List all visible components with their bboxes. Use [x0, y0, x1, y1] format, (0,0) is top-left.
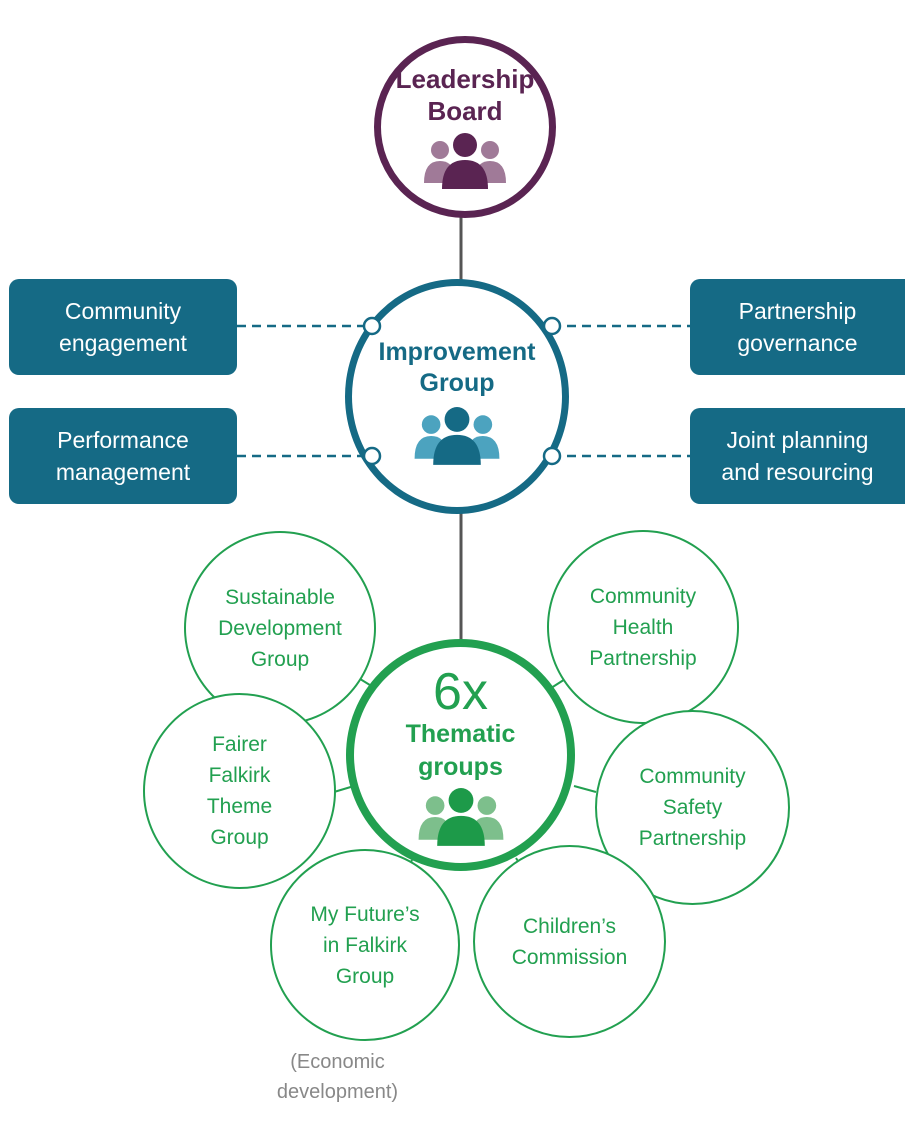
joint-line2: and resourcing [721, 459, 874, 485]
performance-line1: Performance [57, 427, 189, 453]
health-line2: Health [612, 615, 674, 639]
note-line2: development) [276, 1081, 399, 1103]
safety-line3: Partnership [638, 827, 747, 850]
safety-line2: Safety [662, 796, 723, 819]
partnership-line2: governance [737, 330, 858, 356]
improvement-group-circle: Improvement Group [345, 279, 569, 514]
community-line2: engagement [59, 330, 187, 356]
community-health-circle: Community Health Partnership [547, 530, 739, 724]
spoke-safety [573, 785, 597, 793]
children-line2: Commission [511, 945, 628, 969]
partnership-governance-box: Partnership governance [690, 279, 905, 375]
health-line3: Partnership [589, 646, 697, 670]
leadership-title-line1: Leadership [395, 64, 535, 94]
people-group-icon [424, 133, 506, 189]
joint-planning-box: Joint planning and resourcing [690, 408, 905, 504]
improvement-title-line1: Improvement [378, 337, 536, 366]
fairer-line4: Group [210, 826, 269, 849]
performance-line2: management [55, 459, 191, 485]
sustainable-development-circle: Sustainable Development Group [184, 531, 376, 725]
fairer-falkirk-circle: Fairer Falkirk Theme Group [143, 693, 336, 889]
partnership-line1: Partnership [738, 298, 857, 324]
thematic-title-line2: groups [418, 753, 503, 781]
community-line1: Community [64, 298, 182, 324]
thematic-title-line1: Thematic [405, 720, 516, 748]
leadership-title-line2: Board [427, 96, 503, 126]
thematic-count: 6x [433, 663, 488, 721]
joint-line1: Joint planning [726, 427, 869, 453]
sustainable-line2: Development [218, 616, 342, 640]
economic-development-note: (Economic development) [250, 1047, 425, 1107]
fairer-line1: Fairer [212, 733, 267, 756]
health-line1: Community [589, 584, 697, 608]
thematic-groups-circle: 6x Thematic groups [346, 639, 575, 871]
my-futures-circle: My Future’s in Falkirk Group [270, 849, 460, 1041]
performance-management-box: Performance management [9, 408, 237, 504]
fairer-line3: Theme [206, 795, 273, 818]
fairer-line2: Falkirk [208, 764, 271, 787]
improvement-title-line2: Group [419, 368, 495, 397]
leadership-board-circle: Leadership Board [374, 36, 556, 218]
childrens-commission-circle: Children’s Commission [473, 845, 666, 1038]
children-line1: Children’s [523, 914, 616, 938]
sustainable-line1: Sustainable [225, 585, 335, 609]
note-line1: (Economic [290, 1051, 385, 1073]
community-engagement-box: Community engagement [9, 279, 237, 375]
sustainable-line3: Group [250, 647, 310, 671]
people-group-icon [418, 788, 503, 846]
futures-line1: My Future’s [310, 902, 420, 926]
futures-line3: Group [335, 964, 395, 988]
people-group-icon [414, 406, 500, 465]
futures-line2: in Falkirk [322, 933, 407, 957]
safety-line1: Community [639, 765, 746, 788]
